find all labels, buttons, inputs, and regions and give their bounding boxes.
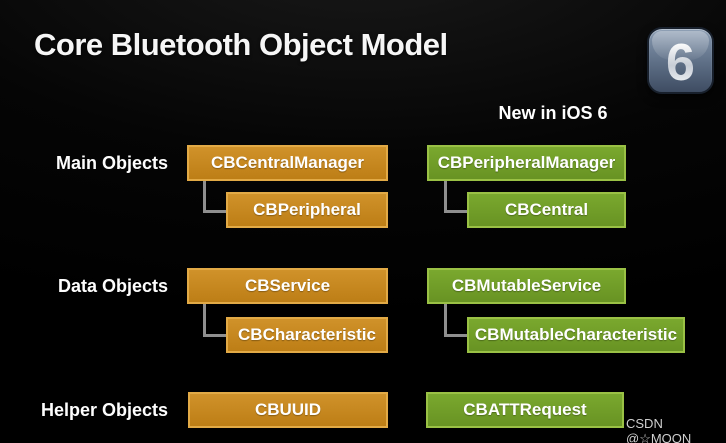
tree-connector bbox=[444, 304, 469, 337]
new-in-ios6-label: New in iOS 6 bbox=[498, 103, 608, 123]
ios6-badge-icon: 6 bbox=[647, 27, 714, 94]
slide-title: Core Bluetooth Object Model bbox=[34, 27, 448, 62]
box-cbmutablecharacteristic: CBMutableCharacteristic bbox=[467, 317, 685, 353]
row-label-helper-objects: Helper Objects bbox=[40, 400, 168, 420]
csdn-watermark: CSDN @☆MOON bbox=[626, 416, 692, 443]
tree-connector bbox=[203, 181, 228, 213]
box-cbuuid: CBUUID bbox=[188, 392, 388, 428]
badge-digit: 6 bbox=[649, 33, 712, 92]
badge-gloss-highlight bbox=[652, 31, 709, 60]
tree-connector bbox=[203, 304, 228, 337]
box-cbservice: CBService bbox=[187, 268, 388, 304]
row-label-data-objects: Data Objects bbox=[57, 276, 168, 296]
box-cbattrequest: CBATTRequest bbox=[426, 392, 624, 428]
row-label-main-objects: Main Objects bbox=[55, 153, 168, 173]
box-cbperipheral: CBPeripheral bbox=[226, 192, 388, 228]
box-cbmutableservice: CBMutableService bbox=[427, 268, 626, 304]
box-cbcentralmanager: CBCentralManager bbox=[187, 145, 388, 181]
box-cbcharacteristic: CBCharacteristic bbox=[226, 317, 388, 353]
box-cbperipheralmanager: CBPeripheralManager bbox=[427, 145, 626, 181]
box-cbcentral: CBCentral bbox=[467, 192, 626, 228]
tree-connector bbox=[444, 181, 469, 213]
